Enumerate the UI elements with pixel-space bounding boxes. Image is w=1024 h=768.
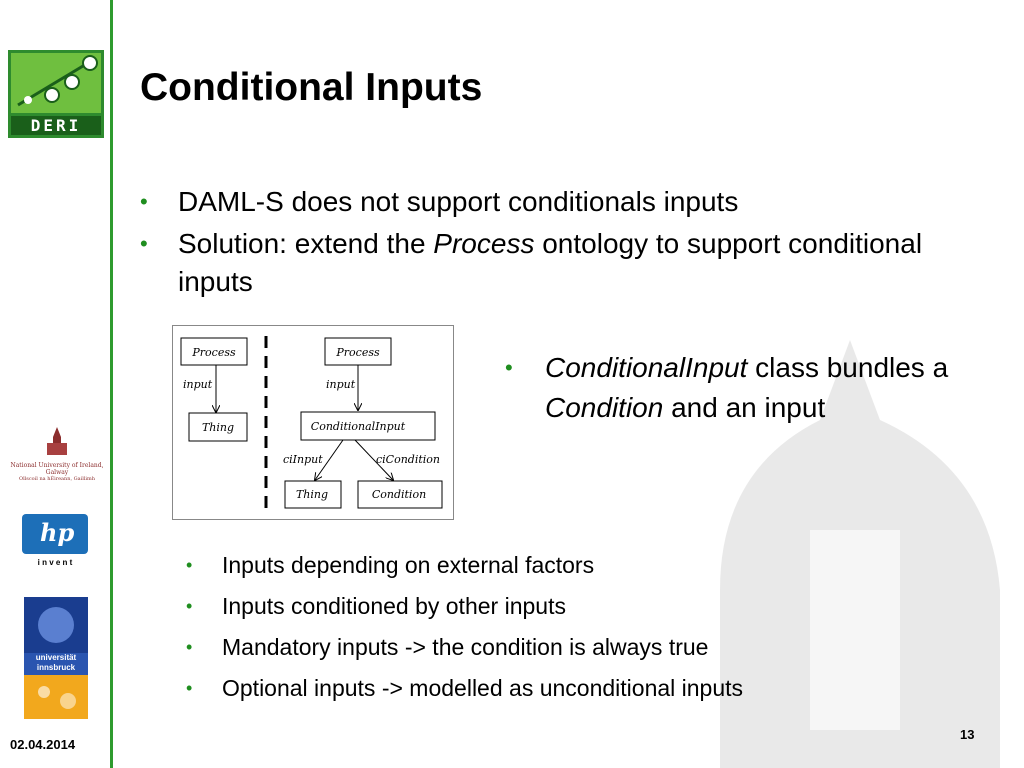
diagram-left-process: Process (191, 346, 236, 359)
deri-logo: DERI (8, 50, 104, 138)
diagram-conditional-input: ConditionalInput (311, 420, 406, 433)
bullet-dot-icon: • (186, 678, 193, 698)
diagram-edge-cicondition: ciCondition (376, 453, 440, 466)
deri-logo-text: DERI (30, 116, 82, 135)
sub-bullet-list: •Inputs depending on external factors •I… (186, 545, 946, 709)
innsbruck-logo: universität innsbruck (24, 597, 88, 719)
diagram-right-process: Process (335, 346, 380, 359)
sub-bullet-item: •Inputs conditioned by other inputs (186, 586, 946, 627)
innsbruck-logo-text: universität innsbruck (35, 653, 77, 672)
sidebar-divider (110, 0, 113, 768)
bullet-dot-icon: • (140, 189, 148, 214)
sub-bullet-item: •Mandatory inputs -> the condition is al… (186, 627, 946, 668)
conditional-input-bullet: • ConditionalInput class bundles a Condi… (505, 348, 1015, 428)
diagram-edge-ciinput: ciInput (283, 453, 323, 466)
sub-bullet-item: •Inputs depending on external factors (186, 545, 946, 586)
main-bullet-list: • DAML-S does not support conditionals i… (140, 183, 960, 305)
diagram-condition: Condition (372, 488, 426, 501)
bullet-dot-icon: • (186, 555, 193, 575)
diagram-left-thing: Thing (202, 421, 234, 434)
sub-bullet-item: •Optional inputs -> modelled as uncondit… (186, 668, 946, 709)
slide-title: Conditional Inputs (140, 66, 483, 109)
slide-date: 02.04.2014 (10, 737, 76, 752)
ontology-diagram: Process input Thing Process input Condit… (172, 325, 454, 520)
diagram-right-edge: input (326, 378, 356, 391)
hp-logo-text: hp (40, 518, 75, 547)
bullet-item: • Solution: extend the Process ontology … (140, 225, 960, 301)
nuig-logo-text: National University of Ireland, Galway (10, 462, 104, 476)
bullet-dot-icon: • (505, 355, 513, 380)
hp-invent-text: i n v e n t (37, 558, 73, 567)
slide-number: 13 (960, 727, 975, 742)
hp-logo: hp i n v e n t (22, 514, 94, 570)
watermark-building (720, 340, 1000, 768)
diagram-right-thing: Thing (296, 488, 328, 501)
bullet-dot-icon: • (140, 231, 148, 256)
nuig-logo-subtext: Ollscoil na hÉireann, Gaillimh (18, 476, 95, 482)
bullet-dot-icon: • (186, 596, 193, 616)
bullet-dot-icon: • (186, 637, 193, 657)
diagram-left-edge: input (183, 378, 213, 391)
bullet-item: • DAML-S does not support conditionals i… (140, 183, 960, 221)
nuig-logo: National University of Ireland, Galway O… (5, 425, 109, 482)
